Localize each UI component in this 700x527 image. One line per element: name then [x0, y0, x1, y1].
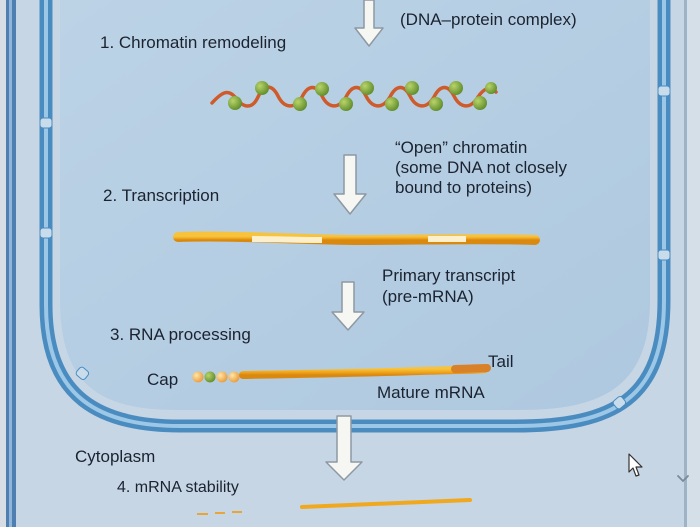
step-chromatin-remodeling: 1. Chromatin remodeling: [100, 33, 287, 52]
histone-cores: [228, 81, 497, 111]
open-chromatin: [173, 231, 540, 246]
nuclear-pores: [39, 85, 671, 410]
label-pre-mrna: (pre-mRNA): [382, 287, 474, 306]
histone-core: [293, 97, 307, 111]
right-edge-line: [684, 0, 687, 527]
histone-core: [315, 82, 329, 96]
cap-bead: [216, 371, 228, 383]
process-arrows: [325, 0, 384, 481]
histone-core: [228, 96, 242, 110]
histone-core: [405, 81, 419, 95]
arrow-remodeling: [354, 0, 384, 47]
histone-core: [255, 81, 269, 95]
polya-tail: [451, 364, 491, 373]
step-transcription: 2. Transcription: [103, 186, 220, 205]
label-cap: Cap: [147, 370, 179, 389]
label-open-chromatin-detail-2: bound to proteins): [395, 178, 533, 197]
label-open-chromatin: “Open” chromatin: [395, 138, 528, 157]
histone-core: [473, 96, 487, 110]
right-edge: [684, 0, 700, 527]
cytoplasm-mrna: [300, 498, 472, 509]
arrow-export: [325, 415, 363, 481]
step-mrna-stability: 4. mRNA stability: [117, 479, 239, 496]
degraded-fragments: [197, 511, 242, 515]
cap-bead: [204, 371, 216, 383]
exposed-dna-segment: [251, 236, 323, 243]
label-tail: Tail: [488, 352, 514, 371]
histone-core: [485, 82, 497, 94]
label-primary-transcript: Primary transcript: [382, 266, 516, 285]
label-cytoplasm: Cytoplasm: [75, 447, 156, 466]
label-dna-protein-complex: (DNA–protein complex): [400, 10, 577, 29]
arrow-transcription: [333, 154, 367, 215]
cap-bead: [228, 371, 240, 383]
five-prime-cap: [192, 371, 240, 383]
histone-core: [385, 97, 399, 111]
mouse-cursor-icon: [628, 453, 643, 477]
step-rna-processing: 3. RNA processing: [110, 325, 251, 344]
cell-membrane-left-highlight: [9, 0, 12, 527]
label-open-chromatin-detail: (some DNA not closely: [395, 158, 567, 177]
arrow-processing: [331, 281, 365, 331]
chevron-down-icon[interactable]: [676, 474, 690, 484]
cap-bead: [192, 371, 204, 383]
label-mature-mrna: Mature mRNA: [377, 383, 485, 402]
histone-core: [360, 81, 374, 95]
page-left-margin: [0, 0, 8, 527]
histone-core: [339, 97, 353, 111]
histone-core: [429, 97, 443, 111]
histone-core: [449, 81, 463, 95]
